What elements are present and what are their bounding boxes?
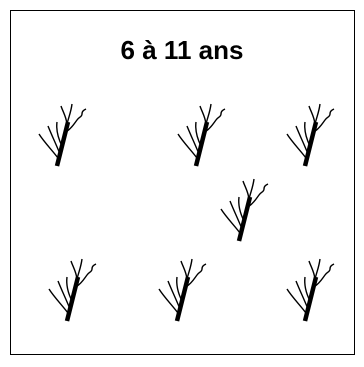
diagram-title: 6 à 11 ans	[120, 35, 244, 65]
plant-top-center-icon	[175, 100, 226, 170]
plant-top-right-icon	[284, 100, 335, 170]
plant-middle-icon	[218, 175, 269, 245]
plant-bottom-left-icon	[46, 255, 97, 325]
plant-bottom-right-icon	[284, 255, 335, 325]
plant-top-left-icon	[36, 100, 87, 170]
plant-bottom-center-icon	[156, 255, 207, 325]
